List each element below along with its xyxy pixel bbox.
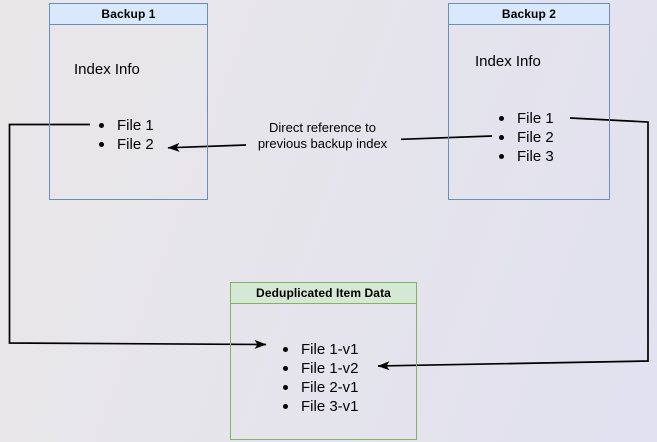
list-item: File 1 [499,109,554,128]
backup2-subtitle: Index Info [475,53,541,70]
list-item-label: File 1 [117,117,154,134]
list-item: File 2 [499,128,554,147]
dedup-file-list: File 1-v1 File 1-v2 File 2-v1 File 3-v1 [283,340,359,416]
bullet-icon [499,135,504,140]
backup1-header: Backup 1 [50,4,207,25]
backup1-box: Backup 1 Index Info File 1 File 2 [49,3,208,200]
bullet-icon [283,404,288,409]
bullet-icon [499,154,504,159]
list-item-label: File 1 [517,110,554,127]
edge-label-line1: Direct reference to [269,120,376,135]
dedup-box: Deduplicated Item Data File 1-v1 File 1-… [230,282,417,440]
bullet-icon [283,385,288,390]
list-item-label: File 2 [117,136,154,153]
bullet-icon [99,123,104,128]
list-item: File 3-v1 [283,397,359,416]
backup1-title: Backup 1 [101,7,156,21]
list-item: File 1-v1 [283,340,359,359]
backup2-header: Backup 2 [449,4,609,25]
list-item-label: File 3 [517,148,554,165]
list-item: File 3 [499,147,554,166]
list-item-label: File 3-v1 [301,398,359,415]
list-item: File 2 [99,135,154,154]
bullet-icon [499,116,504,121]
list-item-label: File 1-v2 [301,360,359,377]
list-item: File 1-v2 [283,359,359,378]
list-item: File 2-v1 [283,378,359,397]
list-item-label: File 2-v1 [301,379,359,396]
bullet-icon [283,366,288,371]
list-item-label: File 1-v1 [301,341,359,358]
edge-label-line2: previous backup index [257,136,388,151]
backup1-subtitle: Index Info [74,61,140,78]
edge-label-direct-reference: Direct reference to previous backup inde… [240,120,405,152]
dedup-title: Deduplicated Item Data [256,286,391,300]
list-item-label: File 2 [517,129,554,146]
list-item: File 1 [99,116,154,135]
backup2-box: Backup 2 Index Info File 1 File 2 File 3 [448,3,610,200]
bullet-icon [283,347,288,352]
backup2-title: Backup 2 [501,7,557,21]
backup2-file-list: File 1 File 2 File 3 [499,109,554,166]
bullet-icon [99,142,104,147]
backup1-file-list: File 1 File 2 [99,116,154,154]
dedup-header: Deduplicated Item Data [231,283,416,304]
